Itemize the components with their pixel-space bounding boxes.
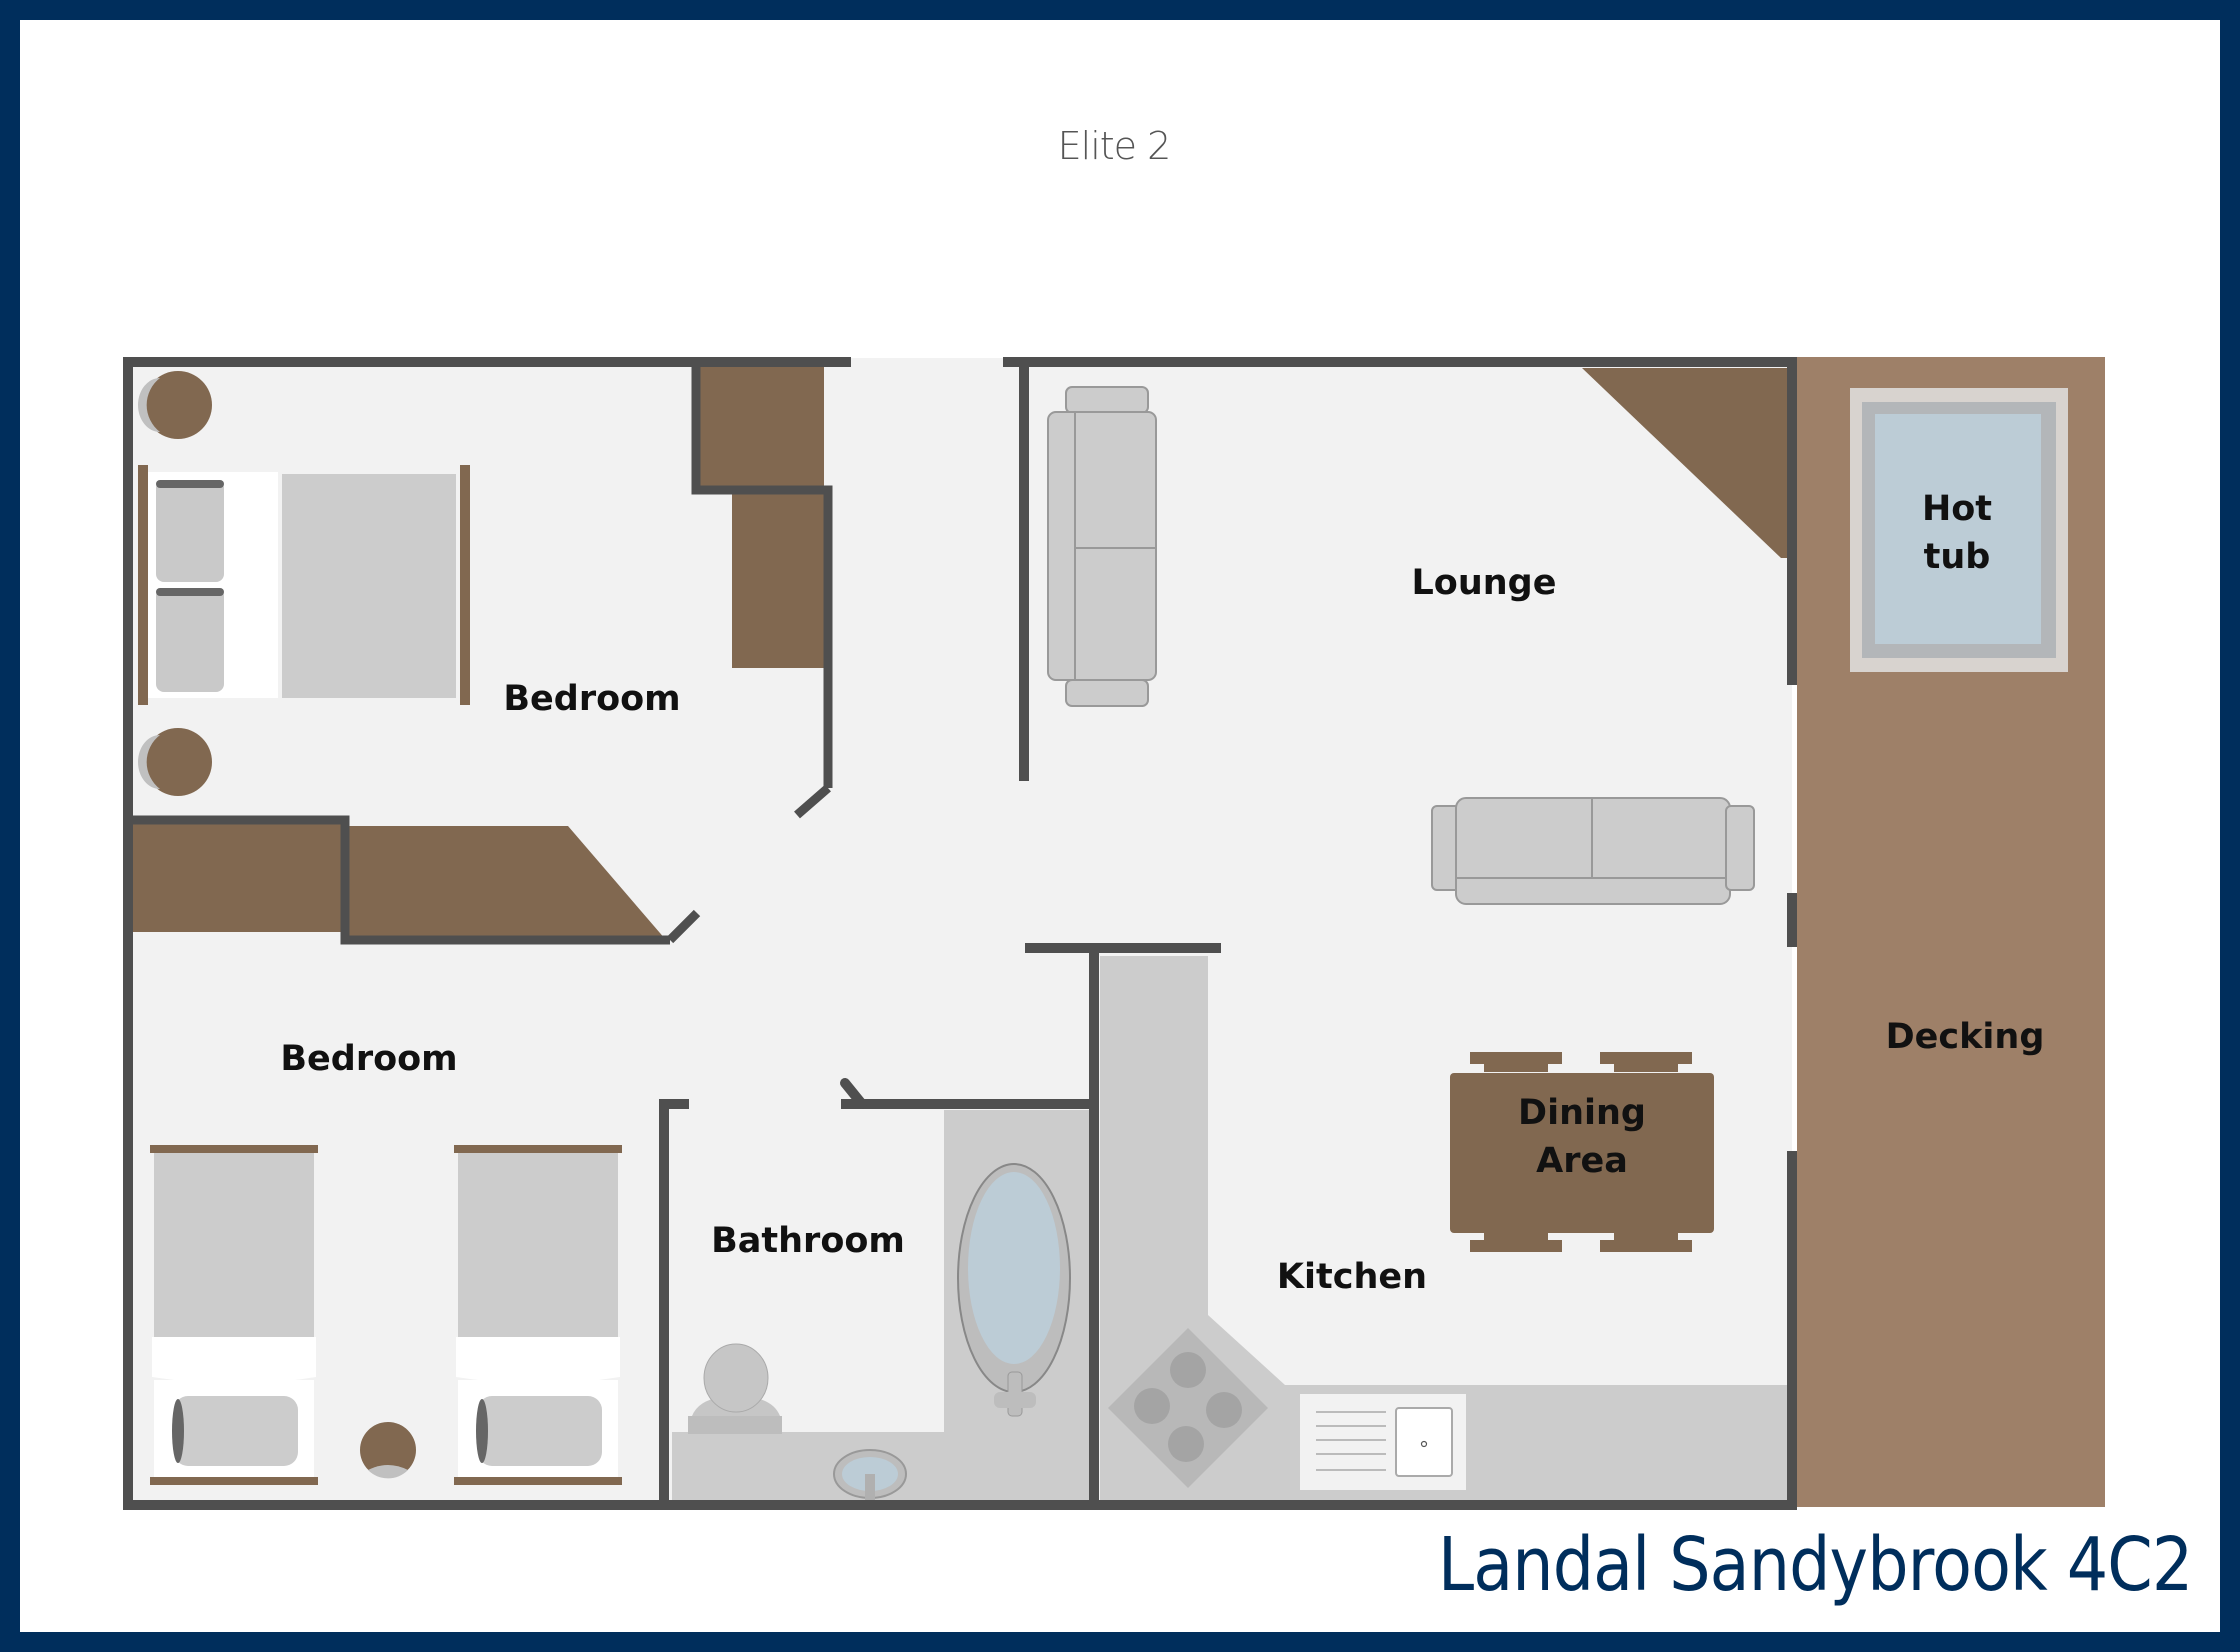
- hot-tub-icon: [1850, 388, 2068, 672]
- double-bed-icon: [138, 465, 470, 705]
- hob-icon: [1108, 1328, 1268, 1488]
- plan-type-title: Elite 2: [1057, 124, 1172, 168]
- room-label-decking: Decking: [1886, 1017, 2045, 1057]
- bedside-table-icon: [138, 371, 212, 439]
- bedside-table-icon: [360, 1422, 416, 1479]
- room-labels: Bedroom Bedroom Bathroom Lounge Kitchen …: [280, 489, 2044, 1297]
- room-label-kitchen: Kitchen: [1277, 1257, 1427, 1297]
- dining-table-icon: [1450, 1052, 1714, 1252]
- room-label-hot-tub-line1: Hot: [1922, 489, 1992, 529]
- room-label-hot-tub-line2: tub: [1924, 537, 1991, 577]
- toilet-icon: [688, 1343, 782, 1434]
- room-label-lounge: Lounge: [1412, 563, 1557, 603]
- single-bed-icon: [454, 1145, 622, 1485]
- room-label-bedroom-1: Bedroom: [503, 679, 680, 719]
- sofa-icon: [1431, 797, 1755, 905]
- bathtub-icon: [957, 1163, 1071, 1417]
- bedside-table-icon: [138, 728, 212, 796]
- sink-icon: [1300, 1394, 1466, 1490]
- washbasin-icon: [833, 1449, 907, 1500]
- room-label-bathroom: Bathroom: [711, 1221, 905, 1261]
- wardrobe-icon: [128, 815, 701, 945]
- sofa-icon: [1047, 386, 1157, 707]
- room-label-bedroom-2: Bedroom: [280, 1039, 457, 1079]
- single-bed-icon: [150, 1145, 318, 1485]
- room-label-dining-line2: Area: [1536, 1141, 1628, 1181]
- corner-unit-icon: [1582, 368, 1792, 558]
- wardrobe-icon: [691, 366, 833, 819]
- room-label-dining-line1: Dining: [1518, 1093, 1646, 1133]
- walls: [123, 357, 1797, 1510]
- property-name: Landal Sandybrook 4C2: [1437, 1522, 2192, 1608]
